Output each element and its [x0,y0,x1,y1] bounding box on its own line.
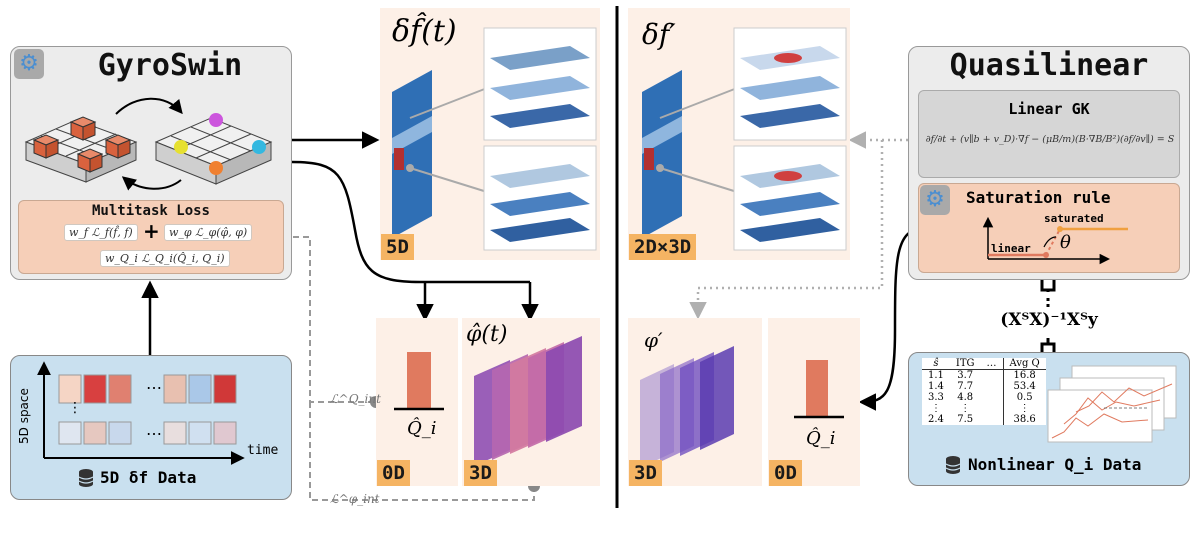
col-header: ŝ [922,358,950,370]
arrow-to-0d-right [858,226,926,411]
nonlinear-table: ŝ ITG … Avg Q 1.1 3.7 16.8 1.4 7.7 53.4 … [922,358,1046,425]
q-hat-right-label: Q̂_i [806,428,836,449]
linear-gk-equation: ∂f/∂t + (v∥b + v_D)·∇f − (μB/m)(B·∇B/B²)… [925,134,1175,145]
tag-3d-right: 3D [629,460,662,486]
data-5d-vdots: ⋮ [68,400,82,416]
data-5d-ellipsis-bottom: … [146,420,162,439]
phi-hat-visual [474,336,582,466]
nonlinear-caption: Nonlinear Q_i Data [968,455,1142,474]
phi-prime-label: φ′ [644,328,663,352]
delta-f-hat-label: δf̂(t) [392,14,457,49]
data-5d-axes [37,361,245,465]
table-row: 1.1 3.7 16.8 [922,369,1046,381]
saturation-label-saturated: saturated [1044,212,1104,225]
delta-f-hat-visual [392,27,597,251]
delta-f-prime-visual [642,27,847,251]
phi-prime-visual [640,346,734,468]
tag-3d-left: 3D [464,460,497,486]
gyroswin-title: GyroSwin [97,48,243,83]
table-row: 2.4 7.5 38.6 [922,414,1046,425]
tag-0d-left: 0D [377,460,410,486]
gear-icon-saturation: ⚙ [920,185,950,215]
tag-2dx3d: 2D×3D [629,234,697,260]
database-icon [78,468,94,488]
saturation-label-theta: θ [1060,232,1071,253]
q-hat-right-bar [794,360,844,419]
data-5d-ylabel: 5D space [17,388,31,444]
loss-term-f: w_f ℒ_f(f̂, f) [64,224,138,241]
multitask-loss-title: Multitask Loss [91,203,210,219]
loss-plus: + [143,219,160,243]
q-hat-left-label: Q̂_i [407,418,437,439]
shifted-window-illustration [24,97,273,191]
gear-icon: ⚙ [14,49,44,79]
arrow-to-0d-3d [291,160,530,284]
database-icon-nonlinear [945,455,961,475]
data-5d-box [10,355,292,500]
col-header: Avg Q [1002,358,1046,370]
data-5d-ellipsis-top: … [146,374,162,393]
phi-hat-label: φ̂(t) [466,322,508,347]
table-row: 3.3 4.8 0.5 [922,392,1046,403]
table-row: ⋮ ⋮ ⋮ [922,403,1046,414]
lint-Q-label: ℒ^Q_int [330,392,381,406]
quasilinear-title: Quasilinear [949,48,1149,83]
tag-5d: 5D [381,234,414,260]
data-5d-caption: 5D δf Data [100,468,197,487]
loss-term-phi: w_φ ℒ_φ(φ̂, φ) [164,224,253,241]
saturation-rule-title: Saturation rule [966,188,1111,207]
col-header: … [980,358,1004,370]
linear-gk-title: Linear GK [1008,100,1090,118]
saturation-rule-box [918,183,1180,273]
regression-formula: (XᵀX)⁻¹Xᵀy [1000,310,1098,330]
q-hat-left-bar [394,352,444,411]
saturation-label-linear: linear [991,242,1031,255]
lint-phi-label: ℒ^φ_int [330,492,380,506]
data-5d-xlabel: time [247,443,279,458]
col-header: ITG [949,358,981,370]
tag-0d-right: 0D [769,460,802,486]
loss-term-Q: w_Q_i ℒ_Q_i(Q̂_i, Q_i) [100,250,230,267]
dashed-lint-connector [283,236,372,403]
saturation-rule-plot [982,216,1128,265]
linear-gk-box [918,90,1180,178]
table-row: 1.4 7.7 53.4 [922,381,1046,392]
nonlinear-trace-plots [1047,365,1177,443]
delta-f-prime-label: δf′ [642,18,676,51]
